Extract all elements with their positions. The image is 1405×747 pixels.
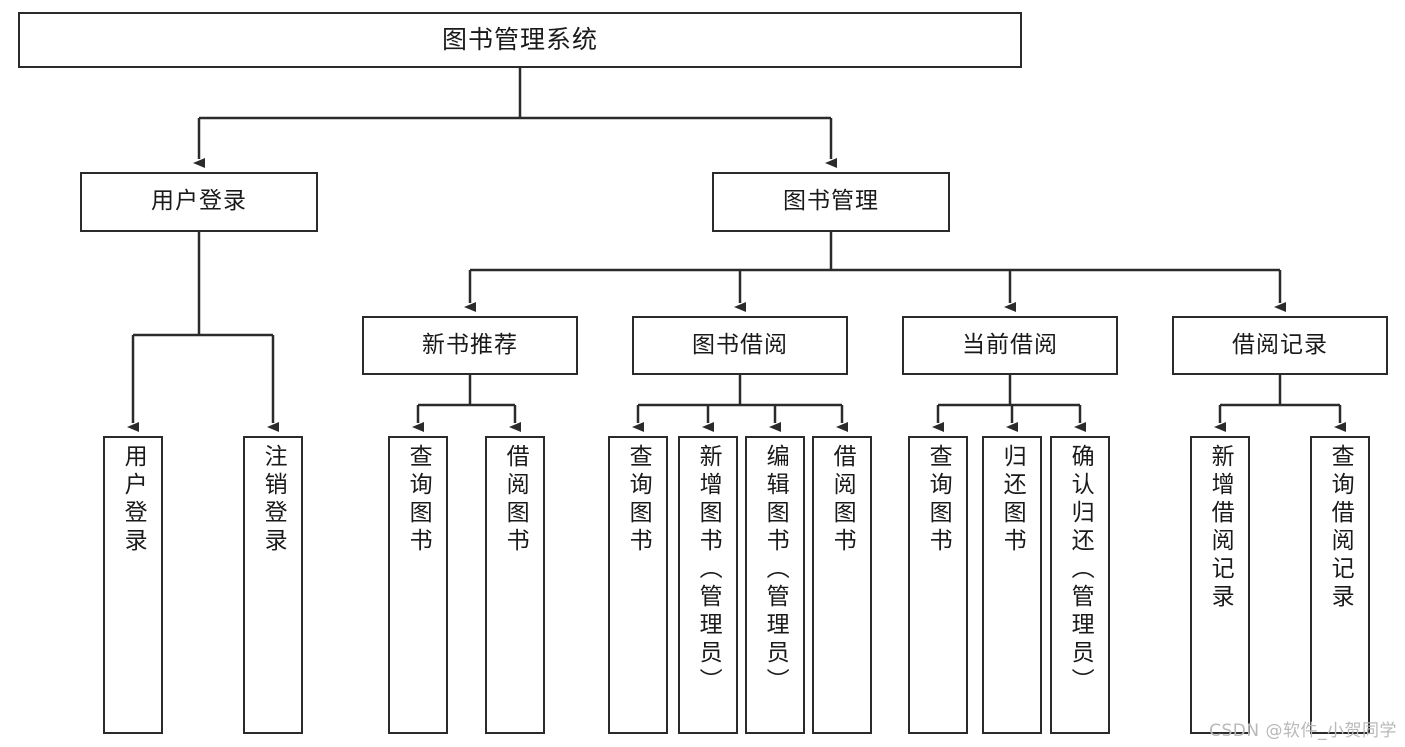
watermark: CSDN @软件_小贺同学	[1209, 721, 1397, 741]
node-label: 查询图书	[405, 444, 432, 556]
node-label: 查询图书	[925, 444, 952, 556]
node-label: 新增图书（管理员）	[695, 444, 722, 696]
node-l10[interactable]: 归还图书	[982, 436, 1042, 734]
node-l5[interactable]: 查询图书	[608, 436, 668, 734]
node-l13[interactable]: 查询借阅记录	[1310, 436, 1370, 734]
node-label: 图书管理	[783, 188, 879, 215]
node-login[interactable]: 用户登录	[80, 172, 318, 232]
node-label: 当前借阅	[962, 331, 1058, 358]
node-borrow[interactable]: 图书借阅	[632, 316, 848, 375]
node-label: 借阅图书	[502, 444, 529, 556]
node-label: 用户登录	[151, 188, 247, 215]
node-label: 查询借阅记录	[1327, 444, 1354, 612]
node-label: 图书借阅	[692, 331, 788, 358]
node-label: 编辑图书（管理员）	[762, 444, 789, 696]
node-label: 确认归还（管理员）	[1067, 444, 1094, 696]
node-l6[interactable]: 新增图书（管理员）	[678, 436, 738, 734]
node-bookmgmt[interactable]: 图书管理	[712, 172, 950, 232]
node-records[interactable]: 借阅记录	[1172, 316, 1388, 375]
node-label: 借阅图书	[829, 444, 856, 556]
node-newbook[interactable]: 新书推荐	[362, 316, 578, 375]
node-l4[interactable]: 借阅图书	[485, 436, 545, 734]
node-l7[interactable]: 编辑图书（管理员）	[745, 436, 805, 734]
node-label: 图书管理系统	[441, 25, 598, 55]
node-label: 新增借阅记录	[1207, 444, 1234, 612]
node-l1[interactable]: 用户登录	[103, 436, 163, 734]
node-l9[interactable]: 查询图书	[908, 436, 968, 734]
node-l12[interactable]: 新增借阅记录	[1190, 436, 1250, 734]
node-label: 新书推荐	[422, 331, 518, 358]
node-label: 借阅记录	[1232, 331, 1328, 358]
node-l11[interactable]: 确认归还（管理员）	[1050, 436, 1110, 734]
node-label: 查询图书	[625, 444, 652, 556]
node-current[interactable]: 当前借阅	[902, 316, 1118, 375]
node-l8[interactable]: 借阅图书	[812, 436, 872, 734]
node-label: 归还图书	[999, 444, 1026, 556]
node-root[interactable]: 图书管理系统	[18, 12, 1022, 68]
node-l3[interactable]: 查询图书	[388, 436, 448, 734]
node-label: 用户登录	[120, 444, 147, 556]
node-label: 注销登录	[260, 444, 287, 556]
node-l2[interactable]: 注销登录	[243, 436, 303, 734]
